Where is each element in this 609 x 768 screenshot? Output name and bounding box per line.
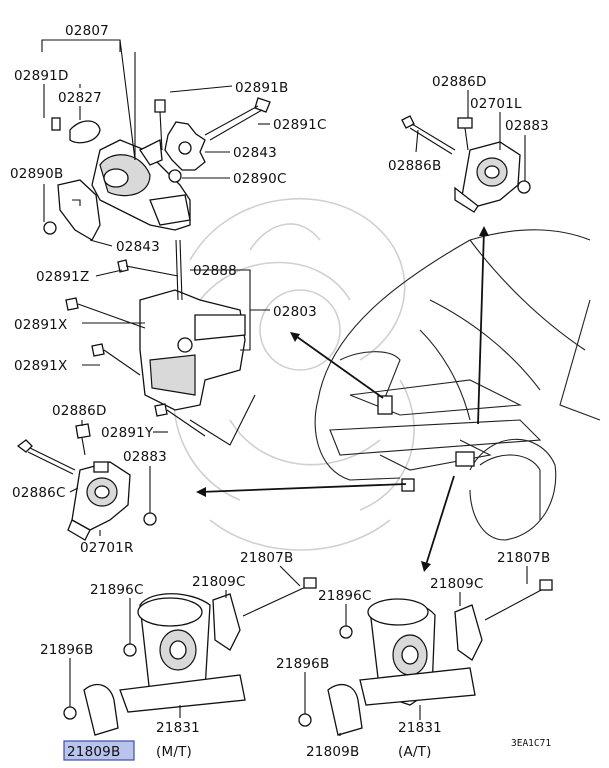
label-02827[interactable]: 02827 bbox=[58, 90, 102, 106]
location-arrows bbox=[196, 226, 489, 572]
label-02843-upper[interactable]: 02843 bbox=[233, 145, 277, 161]
label-02891B[interactable]: 02891B bbox=[235, 80, 288, 96]
label-21831-at[interactable]: 21831 bbox=[398, 720, 442, 736]
label-21831-mt[interactable]: 21831 bbox=[156, 720, 200, 736]
label-21896C-at[interactable]: 21896C bbox=[318, 588, 372, 604]
transmission-mount-mt bbox=[63, 577, 317, 736]
upper-mount-bracket bbox=[43, 97, 271, 241]
mount-02701L bbox=[401, 115, 531, 213]
middle-mount-bracket bbox=[65, 239, 256, 446]
part-labels: 02807 02891D 02827 02891B 02891C 02843 0… bbox=[10, 23, 551, 761]
transmission-mount-at bbox=[298, 579, 553, 736]
label-21809B-mt[interactable]: 21809B bbox=[67, 744, 120, 760]
label-02886D-right[interactable]: 02886D bbox=[432, 74, 487, 90]
label-02888[interactable]: 02888 bbox=[193, 263, 237, 279]
label-21896C-mt[interactable]: 21896C bbox=[90, 582, 144, 598]
label-02803[interactable]: 02803 bbox=[273, 304, 317, 320]
label-02701L[interactable]: 02701L bbox=[470, 96, 522, 112]
vehicle-front-outline bbox=[314, 229, 601, 541]
label-02891D[interactable]: 02891D bbox=[14, 68, 69, 84]
label-02886C[interactable]: 02886C bbox=[12, 485, 66, 501]
label-02883-left[interactable]: 02883 bbox=[123, 449, 167, 465]
label-21809B-at[interactable]: 21809B bbox=[306, 744, 359, 760]
label-02886D-left[interactable]: 02886D bbox=[52, 403, 107, 419]
label-02891X-upper[interactable]: 02891X bbox=[14, 317, 67, 333]
label-02701R[interactable]: 02701R bbox=[80, 540, 134, 556]
label-21807B-mt[interactable]: 21807B bbox=[240, 550, 293, 566]
label-02886B[interactable]: 02886B bbox=[388, 158, 441, 174]
label-21807B-at[interactable]: 21807B bbox=[497, 550, 550, 566]
leader-lines bbox=[41, 39, 528, 736]
label-02891Z[interactable]: 02891Z bbox=[36, 269, 89, 285]
label-02891X-lower[interactable]: 02891X bbox=[14, 358, 67, 374]
label-21896B-mt[interactable]: 21896B bbox=[40, 642, 93, 658]
label-02891C[interactable]: 02891C bbox=[273, 117, 327, 133]
label-mt: (M/T) bbox=[156, 744, 192, 760]
label-02890B[interactable]: 02890B bbox=[10, 166, 63, 182]
highlight-21809B bbox=[63, 740, 135, 761]
label-21896B-at[interactable]: 21896B bbox=[276, 656, 329, 672]
label-21809C-at[interactable]: 21809C bbox=[430, 576, 484, 592]
label-21809C-mt[interactable]: 21809C bbox=[192, 574, 246, 590]
mount-02701R bbox=[16, 423, 157, 541]
label-02807[interactable]: 02807 bbox=[65, 23, 109, 39]
label-02883-right[interactable]: 02883 bbox=[505, 118, 549, 134]
label-02890C[interactable]: 02890C bbox=[233, 171, 287, 187]
diagram-code: 3EA1C71 bbox=[511, 738, 551, 749]
label-02891Y[interactable]: 02891Y bbox=[101, 425, 154, 441]
label-at: (A/T) bbox=[398, 744, 432, 760]
label-02843-lower[interactable]: 02843 bbox=[116, 239, 160, 255]
